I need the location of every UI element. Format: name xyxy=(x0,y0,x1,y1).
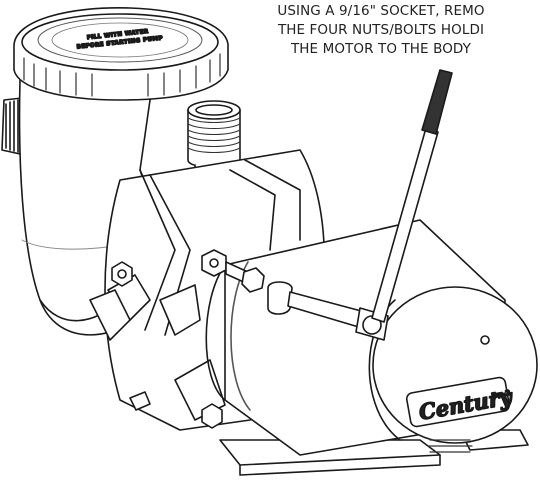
motor-end-cap: Century Ew-2 xyxy=(368,286,538,453)
bolt-upper-center xyxy=(201,249,265,293)
inlet-port xyxy=(1,97,23,155)
instruction-text: USING A 9/16" SOCKET, REMO THE FOUR NUTS… xyxy=(216,2,540,59)
bolt-upper-left xyxy=(111,261,133,287)
instruction-line-2: THE FOUR NUTS/BOLTS HOLDI xyxy=(277,22,485,38)
bolt-lower-center xyxy=(201,403,223,429)
socket-wrench xyxy=(267,69,453,341)
bolts xyxy=(111,249,265,429)
instruction-line-3: THE MOTOR TO THE BODY xyxy=(290,41,472,57)
end-cap-screw-icon xyxy=(480,335,490,345)
strainer-lid: FILL WITH WATER BEFORE STARTING PUMP xyxy=(13,7,229,101)
bolt-lower-left xyxy=(129,391,151,411)
instruction-line-1: USING A 9/16" SOCKET, REMO xyxy=(277,3,485,19)
motor-label-plate xyxy=(405,376,511,428)
